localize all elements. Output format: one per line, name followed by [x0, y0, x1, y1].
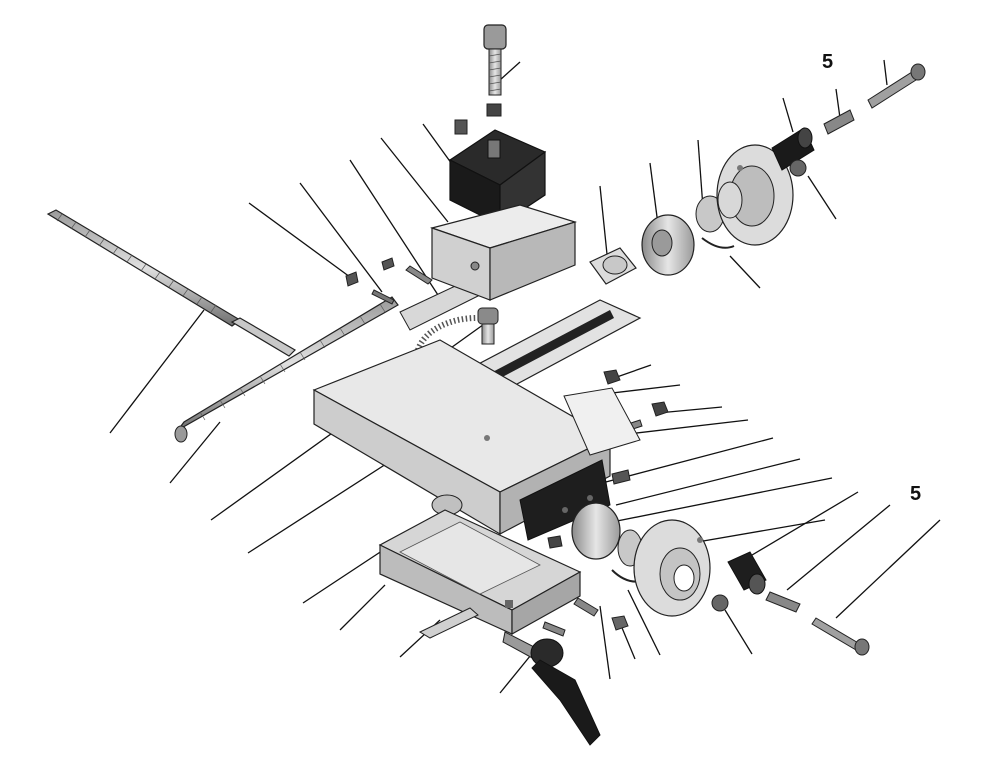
- lower-handwheel-assembly: [571, 502, 870, 656]
- lead-screw-short: [174, 296, 399, 443]
- small-hardware-left: [345, 257, 479, 331]
- leader-lines: [109, 59, 941, 694]
- cap-screw-top: [454, 24, 507, 135]
- saddle-base: [378, 494, 582, 639]
- small-hardware-lower: [542, 369, 669, 637]
- top-slide-block: [429, 204, 578, 301]
- lead-screw-long: [46, 209, 296, 357]
- cross-slide-body: [312, 339, 612, 541]
- upper-handwheel-assembly: [641, 63, 926, 276]
- center-cap-screw: [477, 307, 499, 345]
- part-number-label-upper: 5: [822, 51, 834, 73]
- part-number-label-lower: 5: [910, 483, 922, 505]
- clamp-lever: [502, 631, 601, 746]
